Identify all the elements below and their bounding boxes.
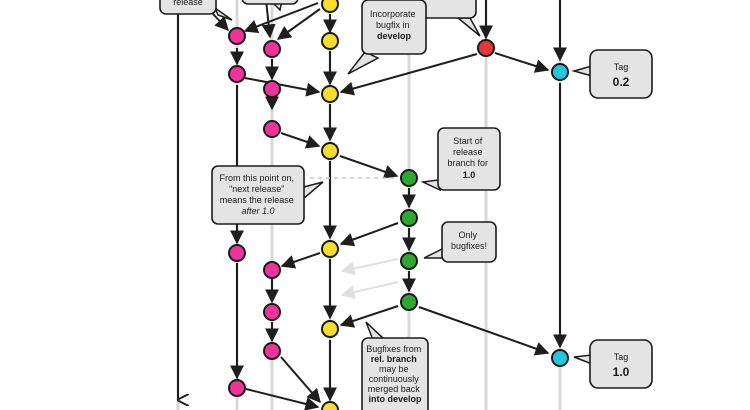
edge-feature-c-merge [280,132,321,149]
commit-release-1 [400,169,418,187]
commit-hotfix-1 [477,39,495,57]
tag-value-1-0: 1.0 [613,365,630,379]
commit-feature-c-5 [263,303,281,321]
commit-master-0-2 [551,63,569,81]
edge-release-to-develop-2 [339,305,399,328]
callout-bugfixes-merged-text: Bugfixes from rel. branch may be continu… [366,344,424,404]
commit-feature-c-6 [263,342,281,360]
commit-develop-4 [321,142,339,160]
commits [228,0,569,410]
commit-develop-6 [321,320,339,338]
callout-incorporate [361,0,427,55]
commit-release-3 [400,252,418,270]
commit-develop-1 [321,0,339,13]
edge-top-to-feature-c [261,0,276,39]
callout-top-mid [241,0,299,5]
callout-top-right [419,0,477,19]
commit-feature-b-2 [228,65,246,83]
callout-left-top [159,0,217,15]
edge-hotfix-to-master [494,52,550,73]
commit-develop-7 [321,401,339,410]
tag-label-1-0: Tag [614,352,629,362]
commit-feature-c-3 [263,120,281,138]
edge-develop-to-feature-b [243,2,319,34]
commit-edges [178,0,567,410]
commit-develop-2 [321,32,339,50]
commit-feature-c-1 [263,40,281,58]
callout-next-release [211,165,305,225]
callout-only-bugfixes [441,221,497,263]
commit-master-1-0 [551,349,569,367]
commit-feature-b-4 [228,379,246,397]
callout-bugfixes-merged [361,337,429,410]
pointer-top-right [455,17,481,37]
edge-develop-to-release [339,155,399,179]
pointer-left-top [213,5,233,21]
tag-value-0-2: 0.2 [613,75,630,89]
edge-feature-b-merge [244,77,321,97]
callout-only-bugfixes-text: Only bugfixes! [451,230,487,251]
callout-incorporate-text: Incorporate bugfix in develop [370,9,418,41]
ghost-arrow-1 [340,258,399,276]
commit-feature-b-3 [228,244,246,262]
commit-release-2 [400,209,418,227]
callout-pointers [213,0,593,366]
commit-release-4 [400,293,418,311]
commit-feature-b-1 [228,27,246,45]
commit-feature-c-2 [263,80,281,98]
edge-release-to-master [418,306,550,356]
ghost-arrow-2 [340,281,399,299]
edge-develop-to-feature-c [276,8,321,40]
edge-release-to-develop-1 [339,222,399,247]
callout-next-release-text: From this point on, “next release” means… [219,173,296,216]
commit-develop-3 [321,85,339,103]
callout-start-release-text: Start of release branch for 1.0 [447,136,490,180]
edge-develop-to-feature-c-2 [280,252,321,269]
edge-hotfix-to-develop [339,53,478,96]
callout-start-release [437,127,501,191]
tag-callout-0-2 [589,49,653,99]
commit-feature-c-4 [263,261,281,279]
pointer-incorporate [347,51,380,75]
edge-feature-b-bottom-merge [245,388,320,410]
tag-callout-1-0 [589,339,653,389]
edge-feature-c-bottom-merge [280,356,321,404]
callouts: release Incorporate bugfix in develop St… [159,0,653,410]
commit-develop-5 [321,240,339,258]
tag-label-0-2: Tag [614,62,629,72]
callout-left-top-text: release [173,0,203,7]
